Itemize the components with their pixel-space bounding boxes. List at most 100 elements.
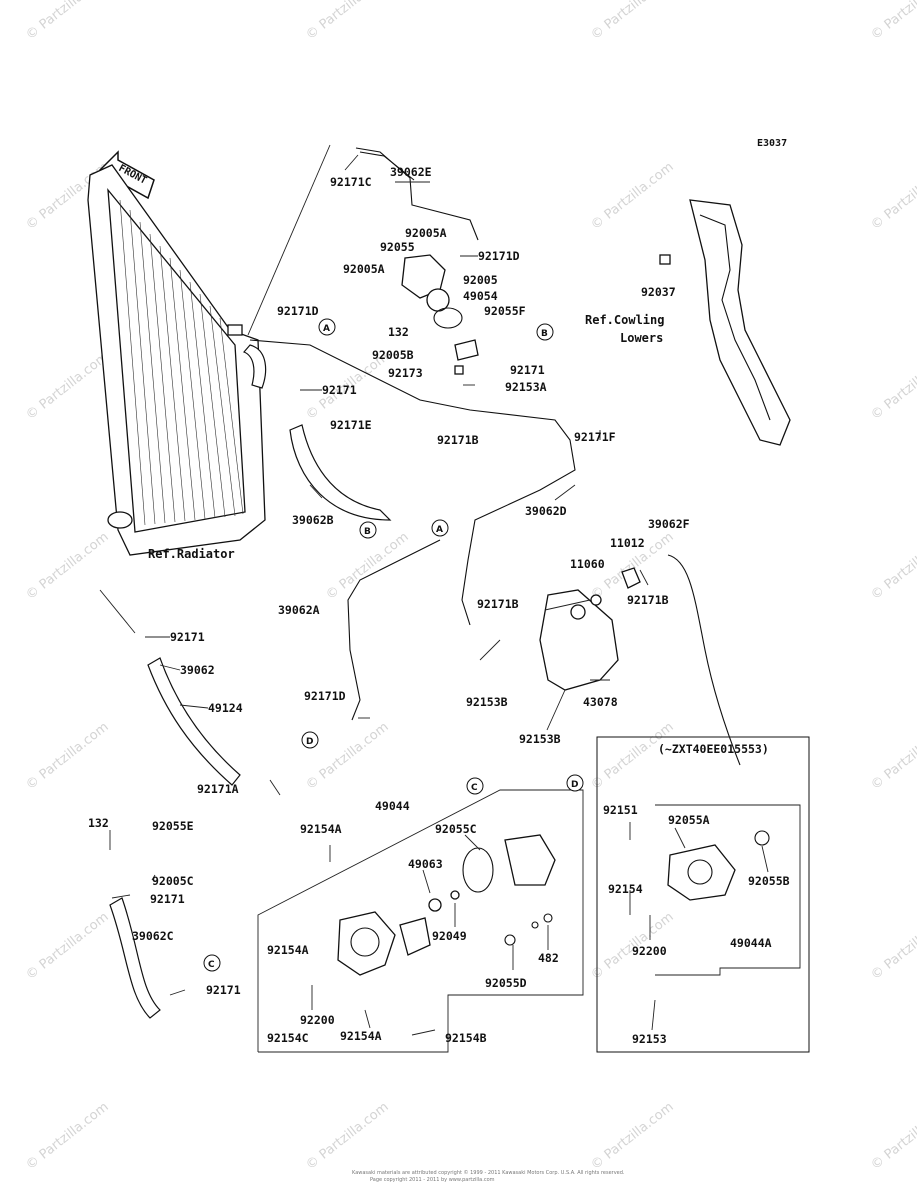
part-label: 92171D xyxy=(304,689,346,703)
part-label: 92055B xyxy=(748,874,790,888)
part-label: 92171 xyxy=(206,983,241,997)
part-label: 92153B xyxy=(466,695,508,709)
part-label: 49124 xyxy=(208,701,243,715)
watermark: © Partzilla.com xyxy=(868,160,917,234)
watermark: © Partzilla.com xyxy=(868,1100,917,1174)
water-pump xyxy=(337,834,556,976)
part-label: 92171A xyxy=(197,782,239,796)
svg-text:D: D xyxy=(571,780,578,790)
part-label: 92005A xyxy=(405,226,447,240)
part-label: 92055E xyxy=(152,819,194,833)
part-label: 92171B xyxy=(437,433,479,447)
connector-a: A xyxy=(318,318,336,336)
part-labels: 92171C 39062E 92005A 92055 92171D 92005A… xyxy=(88,165,790,1046)
part-label: 92171B xyxy=(477,597,519,611)
part-label: 92005A xyxy=(343,262,385,276)
watermark: © Partzilla.com xyxy=(588,1100,676,1174)
part-label: 92154A xyxy=(300,822,342,836)
connector-d: D xyxy=(566,774,584,792)
svg-text:B: B xyxy=(541,329,548,339)
diagram-code: E3037 xyxy=(757,138,787,149)
cowling-lower xyxy=(659,199,791,446)
part-label: 11060 xyxy=(570,557,605,571)
part-label: 92200 xyxy=(632,944,667,958)
watermark: © Partzilla.com xyxy=(23,0,111,43)
part-label: 39062A xyxy=(278,603,320,617)
watermark: © Partzilla.com xyxy=(868,350,917,424)
part-label: 49044A xyxy=(730,936,772,950)
part-label: 92200 xyxy=(300,1013,335,1027)
watermark: © Partzilla.com xyxy=(23,350,111,424)
part-label: 39062D xyxy=(525,504,567,518)
reservoir-tank xyxy=(539,567,641,691)
connector-b: B xyxy=(536,323,554,341)
part-label: 92154B xyxy=(445,1031,487,1045)
part-label: 92154C xyxy=(267,1031,309,1045)
part-label: 132 xyxy=(388,325,409,339)
part-label: 92171D xyxy=(478,249,520,263)
watermark: © Partzilla.com xyxy=(303,1100,391,1174)
part-label: 92151 xyxy=(603,803,638,817)
part-label: 92055A xyxy=(668,813,710,827)
part-label: 92171C xyxy=(330,175,372,189)
part-label: 92171F xyxy=(574,430,616,444)
part-label: 11012 xyxy=(610,536,645,550)
part-label: 39062E xyxy=(390,165,432,179)
part-label: 92171D xyxy=(277,304,319,318)
assembly-boxes xyxy=(257,736,810,1053)
part-label: 92005 xyxy=(463,273,498,287)
watermark: © Partzilla.com xyxy=(323,530,411,604)
part-label: 92153A xyxy=(505,380,547,394)
svg-text:D: D xyxy=(306,737,313,747)
part-label: 39062B xyxy=(292,513,334,527)
part-label: 92055C xyxy=(435,822,477,836)
part-label: 92049 xyxy=(432,929,467,943)
part-label: 92171 xyxy=(170,630,205,644)
watermark: © Partzilla.com xyxy=(588,0,676,43)
connector-c: C xyxy=(203,954,221,972)
part-label: 39062C xyxy=(132,929,174,943)
watermark: © Partzilla.com xyxy=(23,1100,111,1174)
watermark: © Partzilla.com xyxy=(23,530,111,604)
footer-copyright: Kawasaki materials are attributed copyri… xyxy=(352,1169,625,1176)
part-label: 92171B xyxy=(627,593,669,607)
watermark: © Partzilla.com xyxy=(868,720,917,794)
part-label: 39062 xyxy=(180,663,215,677)
ref-radiator-label: Ref.Radiator xyxy=(148,547,235,561)
svg-text:A: A xyxy=(436,525,443,535)
part-label: 49054 xyxy=(463,289,498,303)
part-label: 92154 xyxy=(608,882,643,896)
ref-cowling-label: Ref.Cowling xyxy=(585,313,664,327)
watermark: © Partzilla.com xyxy=(868,530,917,604)
part-label: 92171 xyxy=(510,363,545,377)
inset-serial-label: (~ZXT40EE015553) xyxy=(658,742,769,756)
part-label: 482 xyxy=(538,951,559,965)
inset-water-pump xyxy=(667,830,770,901)
part-label: 92171 xyxy=(322,383,357,397)
part-label: 39062F xyxy=(648,517,690,531)
watermark: © Partzilla.com xyxy=(303,0,391,43)
ref-cowling-label-2: Lowers xyxy=(620,331,663,345)
thermostat-housing xyxy=(401,254,479,375)
svg-text:B: B xyxy=(364,527,371,537)
watermark: © Partzilla.com xyxy=(868,0,917,43)
connector-b: B xyxy=(359,521,377,539)
connector-a: A xyxy=(431,519,449,537)
watermark: © Partzilla.com xyxy=(868,910,917,984)
part-label: 43078 xyxy=(583,695,618,709)
watermark-layer: © Partzilla.com © Partzilla.com © Partzi… xyxy=(23,0,917,1173)
leader-lines xyxy=(99,144,769,1036)
watermark: © Partzilla.com xyxy=(23,720,111,794)
part-label: 92154A xyxy=(267,943,309,957)
radiator xyxy=(87,164,267,556)
part-label: 92055D xyxy=(485,976,527,990)
footer-copyright-2: Page copyright 2011 - 2011 by www.partzi… xyxy=(370,1177,495,1183)
part-label: 92154A xyxy=(340,1029,382,1043)
hose-lines xyxy=(109,147,741,1019)
watermark: © Partzilla.com xyxy=(303,720,391,794)
part-label: 92153 xyxy=(632,1032,667,1046)
connector-d: D xyxy=(301,731,319,749)
part-label: 132 xyxy=(88,816,109,830)
part-label: 92153B xyxy=(519,732,561,746)
